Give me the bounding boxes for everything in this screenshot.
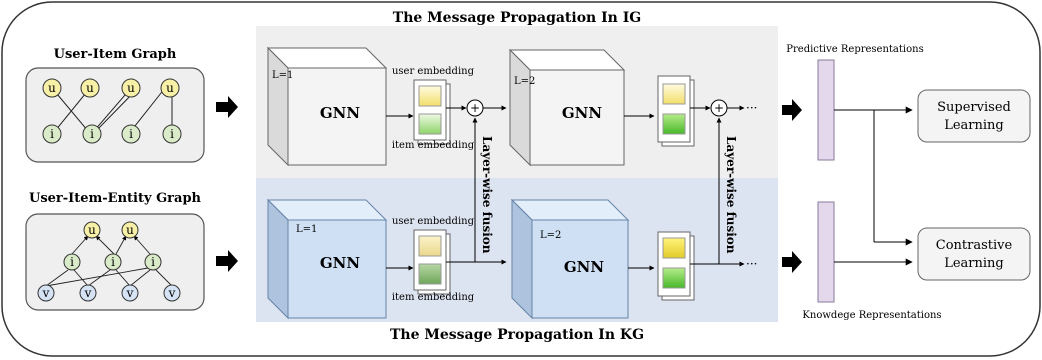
gnn-block-kg-l2: L=2 GNN	[510, 198, 630, 320]
continuation-ellipsis: ···	[746, 101, 757, 115]
user-node: u	[121, 78, 141, 98]
svg-text:v: v	[42, 286, 50, 300]
svg-text:i: i	[90, 127, 94, 141]
layer-label: L=1	[296, 224, 317, 235]
svg-text:v: v	[168, 286, 176, 300]
user-item-entity-graph-title: User-Item-Entity Graph	[29, 191, 202, 206]
user-item-entity-graph-edges	[45, 235, 173, 287]
predictive-representations-label: Predictive Representations	[786, 44, 923, 55]
predictive-representation-bar	[817, 59, 835, 161]
svg-text:i: i	[129, 127, 133, 141]
layer-wise-fusion-label: Layer-wise fusion	[480, 136, 494, 254]
item-node: i	[144, 253, 162, 271]
user-node: u	[160, 78, 180, 98]
item-node: i	[162, 124, 182, 144]
user-item-graph-title: User-Item Graph	[54, 47, 177, 62]
knowledge-representations-label: Knowdege Representations	[802, 310, 941, 321]
item-embedding-label: item embedding	[392, 292, 475, 303]
gnn-label: GNN	[320, 254, 361, 272]
output-arrow-ig	[782, 99, 802, 121]
item-node: i	[82, 124, 102, 144]
svg-text:i: i	[170, 127, 174, 141]
svg-text:u: u	[88, 223, 96, 237]
svg-text:Learning: Learning	[944, 256, 1004, 271]
layer-wise-fusion-label: Layer-wise fusion	[724, 136, 738, 254]
user-node: u	[42, 78, 62, 98]
embedding-stack-ig-2	[657, 75, 695, 147]
user-embedding-label: user embedding	[392, 66, 475, 77]
svg-text:i: i	[111, 255, 115, 269]
svg-text:Supervised: Supervised	[937, 100, 1011, 115]
continuation-ellipsis: ···	[746, 257, 757, 271]
svg-text:u: u	[126, 223, 134, 237]
user-node: u	[121, 221, 139, 239]
layer-label: L=2	[514, 76, 535, 87]
svg-text:i: i	[70, 255, 74, 269]
user-item-entity-graph-nodes: u u i i i v v v v	[37, 221, 181, 302]
gnn-label: GNN	[564, 258, 605, 276]
item-node: i	[104, 253, 122, 271]
entity-node: v	[79, 284, 97, 302]
layer-label: L=1	[272, 70, 293, 81]
embedding-stack-kg-1	[413, 229, 451, 295]
entity-node: v	[37, 284, 55, 302]
kg-title: The Message Propagation In KG	[390, 327, 644, 343]
input-arrow-ig	[216, 96, 238, 118]
item-node: i	[42, 124, 62, 144]
supervised-learning-box: Supervised Learning	[917, 89, 1031, 143]
input-arrow-kg	[216, 250, 238, 272]
svg-text:i: i	[50, 127, 54, 141]
knowledge-representation-bar	[817, 201, 835, 303]
entity-node: v	[121, 284, 139, 302]
embedding-stack-kg-2	[657, 231, 695, 301]
user-node: u	[80, 78, 100, 98]
svg-text:v: v	[126, 286, 134, 300]
user-node: u	[83, 221, 101, 239]
item-embedding-label: item embedding	[392, 140, 475, 151]
plus-symbol: +	[470, 101, 480, 115]
svg-text:v: v	[84, 286, 92, 300]
svg-text:u: u	[48, 81, 56, 95]
user-item-graph-box	[25, 67, 205, 163]
layer-label: L=2	[540, 230, 561, 241]
plus-symbol: +	[714, 101, 724, 115]
user-item-graph-nodes: u u u u i i i i	[42, 78, 182, 144]
item-node: i	[63, 253, 81, 271]
entity-node: v	[163, 284, 181, 302]
gnn-block-ig-l2: L=2 GNN	[508, 48, 626, 167]
gnn-block-kg-l1: L=1 GNN	[266, 198, 388, 320]
output-arrow-kg	[782, 251, 802, 273]
gnn-label: GNN	[562, 104, 603, 122]
gnn-block-ig-l1: L=1 GNN	[266, 46, 388, 167]
user-embedding-label: user embedding	[392, 216, 475, 227]
svg-text:u: u	[166, 81, 174, 95]
embedding-stack-ig-1	[413, 79, 451, 145]
contrastive-learning-box: Contrastive Learning	[917, 227, 1031, 281]
svg-text:Contrastive: Contrastive	[936, 238, 1013, 253]
svg-text:i: i	[151, 255, 155, 269]
item-node: i	[121, 124, 141, 144]
svg-text:u: u	[86, 81, 94, 95]
ig-title: The Message Propagation In IG	[393, 10, 641, 26]
svg-text:Learning: Learning	[944, 118, 1004, 133]
gnn-label: GNN	[320, 104, 361, 122]
svg-text:u: u	[127, 81, 135, 95]
